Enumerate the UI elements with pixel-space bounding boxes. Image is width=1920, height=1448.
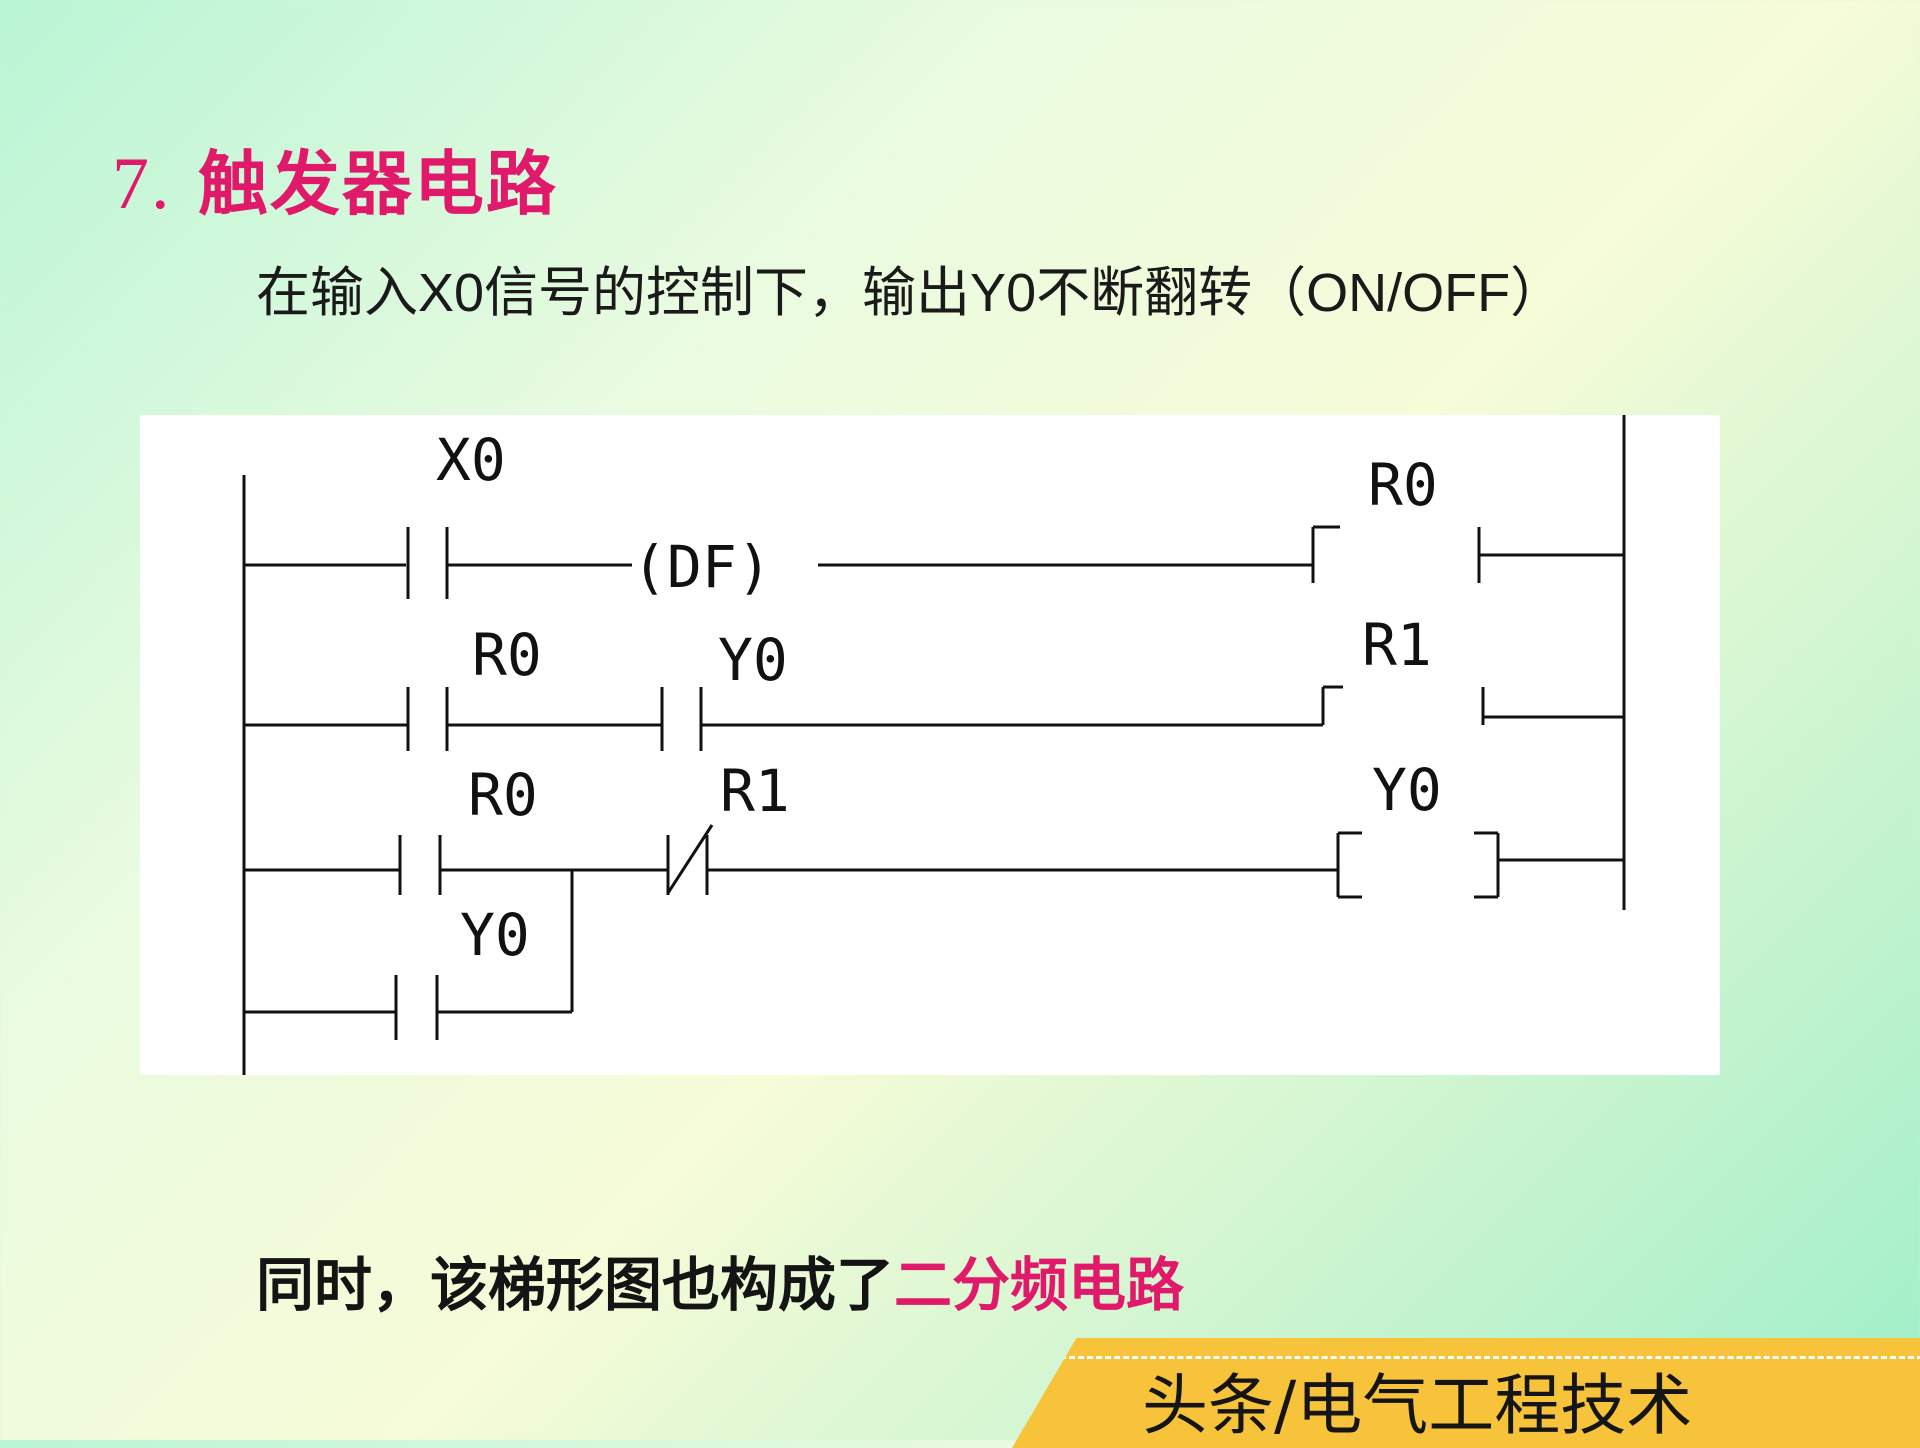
label-r1-coil: R1 [1362, 611, 1432, 679]
label-r1-contact: R1 [720, 757, 790, 825]
note-prefix: 同时，该梯形图也构成了 [256, 1251, 895, 1319]
rung-3 [244, 824, 1624, 1012]
r1-nc-slash [666, 824, 714, 894]
page-title: 7. 触发器电路 [112, 128, 558, 229]
watermark-tag [1012, 1338, 1920, 1448]
title-number: 7. [112, 143, 172, 225]
note-highlight: 二分频电路 [894, 1251, 1185, 1319]
label-y0-contact-2: Y0 [460, 901, 530, 969]
ladder-diagram-svg: X0 (DF) R0 R0 Y0 R1 R0 R1 Y0 Y0 [140, 415, 1720, 1075]
label-df: (DF) [632, 533, 772, 601]
label-r0-contact: R0 [472, 621, 542, 689]
label-y0-coil: Y0 [1372, 756, 1442, 824]
label-y0-contact: Y0 [718, 626, 788, 694]
diagram-background [140, 415, 1720, 1075]
title-text: 触发器电路 [197, 143, 558, 225]
bottom-note: 同时，该梯形图也构成了二分频电路 [256, 1238, 1184, 1322]
rung-4 [244, 975, 572, 1040]
rung-1 [244, 525, 1624, 599]
ladder-diagram: X0 (DF) R0 R0 Y0 R1 R0 R1 Y0 Y0 [140, 415, 1720, 1075]
subtitle: 在输入X0信号的控制下，输出Y0不断翻转（ON/OFF） [256, 263, 1565, 323]
watermark-text: 头条/电气工程技术 [1142, 1367, 1693, 1444]
rung-2 [244, 685, 1624, 751]
label-r0-coil: R0 [1368, 451, 1438, 519]
label-x0: X0 [436, 426, 506, 494]
label-r0-contact-2: R0 [468, 761, 538, 829]
